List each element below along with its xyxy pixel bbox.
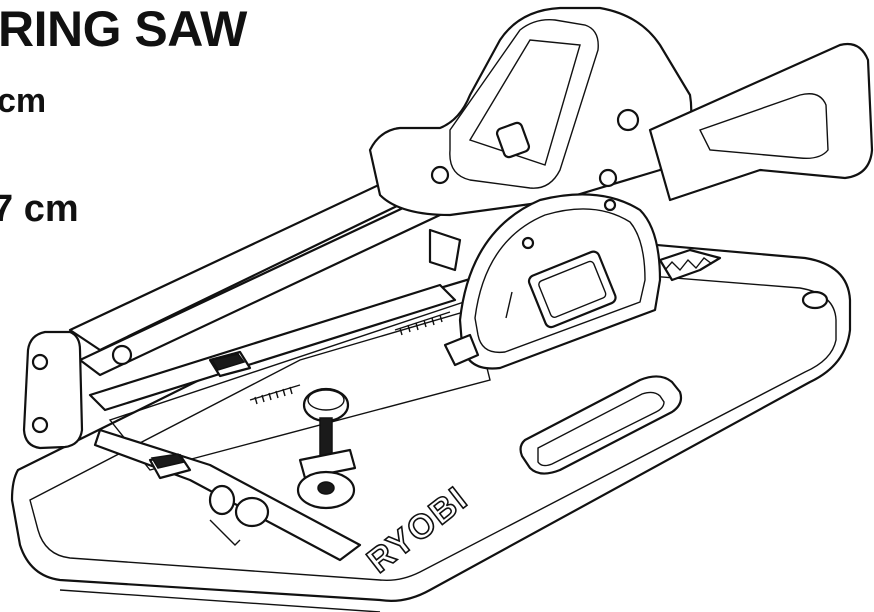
spec-dimension-2: 7 cm [0, 188, 79, 230]
depth-lever [428, 228, 480, 367]
ruler-scale [249, 311, 451, 405]
saw-blade [658, 248, 722, 282]
blade-guard [458, 193, 662, 370]
clamp-knob [296, 387, 357, 510]
saw-motor-body [368, 6, 693, 217]
left-end-support [22, 330, 133, 450]
page-title: RING SAW [0, 1, 247, 57]
spec-dimension-1: cm [0, 82, 47, 120]
base-handle-slot [519, 375, 683, 475]
mounting-hole [801, 290, 829, 310]
front-lock-knob [208, 484, 270, 546]
saw-handle [648, 42, 874, 202]
